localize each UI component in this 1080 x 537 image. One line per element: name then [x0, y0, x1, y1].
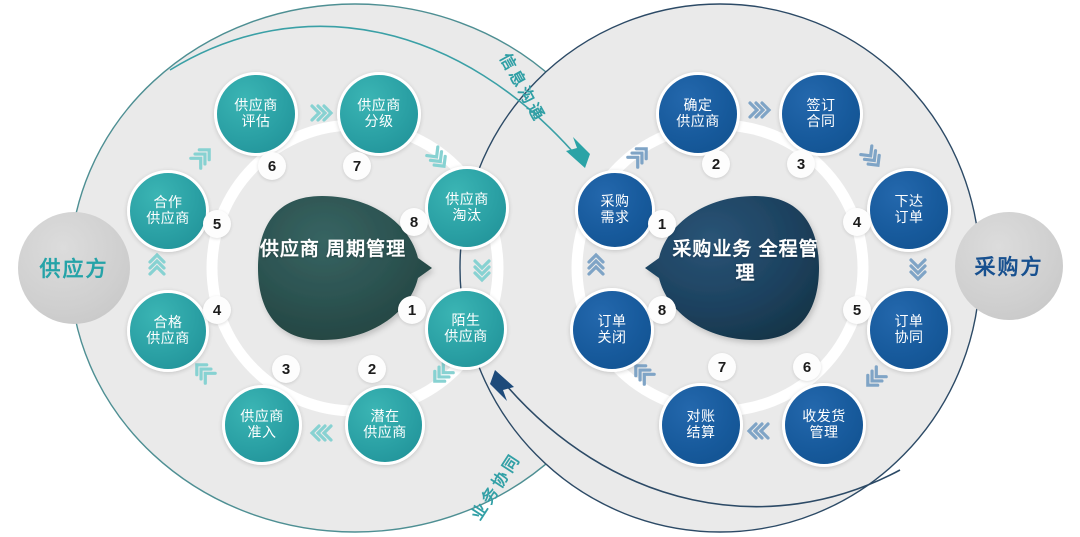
left-node-7-line2: 分级: [364, 113, 394, 129]
right-badge-6-text: 6: [802, 358, 812, 376]
right-node-7-line2: 结算: [686, 424, 716, 440]
left-badge-8: 8: [400, 208, 428, 236]
right-badge-7: 7: [708, 353, 736, 381]
left-node-4-line1: 合格: [153, 314, 183, 331]
left-center-title-line1: 供应商: [259, 239, 320, 260]
left-badge-4: 4: [203, 296, 231, 324]
right-node-2-line1: 确定: [683, 97, 713, 114]
left-node-7-line1: 供应商: [357, 97, 401, 114]
right-node-7-line1: 对账: [686, 408, 716, 425]
left-badge-3-text: 3: [281, 360, 291, 378]
right-badge-4: 4: [843, 208, 871, 236]
left-node-8-line2: 淘汰: [452, 207, 482, 223]
left-badge-2-text: 2: [367, 360, 377, 378]
left-node-7[interactable]: 供应商 分级: [337, 72, 421, 156]
right-node-7[interactable]: 对账 结算: [659, 383, 743, 467]
left-node-8[interactable]: 供应商 淘汰: [425, 166, 509, 250]
right-badge-1: 1: [648, 210, 676, 238]
right-badge-7-text: 7: [717, 358, 727, 376]
right-badge-6: 6: [793, 353, 821, 381]
right-node-3-line2: 合同: [806, 113, 836, 129]
endcap-buyer-side[interactable]: 采购方: [955, 212, 1063, 320]
right-node-5-line2: 协同: [894, 329, 924, 345]
info-flow-curve: [169, 25, 581, 161]
left-node-2[interactable]: 潜在 供应商: [345, 385, 425, 465]
left-badge-1: 1: [398, 296, 426, 324]
right-badge-5: 5: [843, 296, 871, 324]
left-center-title: 供应商 周期管理: [258, 238, 408, 262]
right-badge-2: 2: [702, 150, 730, 178]
left-center-leaf: [258, 196, 432, 340]
right-badge-1-text: 1: [657, 215, 667, 233]
right-center-title: 采购业务 全程管理: [668, 238, 823, 287]
coop-flow-curve: [499, 377, 901, 508]
right-node-1-line2: 需求: [600, 209, 630, 225]
left-center-title-line2: 周期管理: [326, 239, 407, 260]
left-node-6-line1: 供应商: [234, 97, 278, 114]
right-node-4[interactable]: 下达 订单: [867, 168, 951, 252]
right-node-6-line2: 管理: [809, 424, 839, 440]
left-badge-5: 5: [203, 210, 231, 238]
left-node-2-line1: 潜在: [370, 408, 400, 425]
right-center-leaf: [645, 196, 819, 340]
right-center-title-line1: 采购业务: [672, 239, 753, 260]
right-node-8-line2: 关闭: [597, 329, 627, 345]
left-badge-5-text: 5: [212, 215, 222, 233]
right-badge-4-text: 4: [852, 213, 862, 231]
endcap-buyer-label: 采购方: [974, 256, 1044, 279]
left-cycle-chevrons: [148, 104, 491, 442]
right-node-2[interactable]: 确定 供应商: [656, 72, 740, 156]
right-node-1[interactable]: 采购 需求: [575, 170, 655, 250]
right-badge-8-text: 8: [657, 301, 667, 319]
left-node-3-line1: 供应商: [240, 408, 284, 425]
left-node-3[interactable]: 供应商 准入: [222, 385, 302, 465]
coop-flow-arrowhead: [490, 370, 514, 401]
right-badge-2-text: 2: [711, 155, 721, 173]
right-node-2-line2: 供应商: [676, 113, 720, 129]
left-node-4[interactable]: 合格 供应商: [127, 290, 209, 372]
left-node-4-line2: 供应商: [146, 330, 190, 346]
left-node-2-line2: 供应商: [363, 424, 407, 440]
left-badge-2: 2: [358, 355, 386, 383]
right-node-4-line1: 下达: [894, 193, 924, 210]
left-node-5-line2: 供应商: [146, 210, 190, 226]
left-badge-3: 3: [272, 355, 300, 383]
left-badge-6: 6: [258, 152, 286, 180]
right-node-3[interactable]: 签订 合同: [779, 72, 863, 156]
right-node-8[interactable]: 订单 关闭: [570, 288, 654, 372]
left-badge-6-text: 6: [267, 157, 277, 175]
endcap-supplier-label: 供应方: [39, 258, 109, 281]
left-node-1-line2: 供应商: [444, 328, 488, 344]
left-node-6[interactable]: 供应商 评估: [214, 72, 298, 156]
left-node-1[interactable]: 陌生 供应商: [425, 288, 507, 370]
left-badge-8-text: 8: [409, 213, 419, 231]
left-badge-7-text: 7: [352, 157, 362, 175]
left-badge-4-text: 4: [212, 301, 222, 319]
right-badge-3-text: 3: [796, 155, 806, 173]
right-node-3-line1: 签订: [806, 97, 836, 114]
info-flow-arrowhead: [566, 137, 590, 168]
left-badge-1-text: 1: [407, 301, 417, 319]
left-badge-7: 7: [343, 152, 371, 180]
left-node-6-line2: 评估: [241, 113, 271, 129]
left-node-8-line1: 供应商: [445, 191, 489, 208]
right-center-title-line2: 全程管理: [735, 239, 819, 285]
right-node-6-line1: 收发货: [802, 408, 846, 425]
right-badge-3: 3: [787, 150, 815, 178]
right-node-6[interactable]: 收发货 管理: [782, 383, 866, 467]
left-node-1-line1: 陌生: [451, 312, 481, 329]
endcap-supplier-side[interactable]: 供应方: [18, 212, 130, 324]
right-node-1-line1: 采购: [600, 193, 630, 210]
right-node-5[interactable]: 订单 协同: [867, 288, 951, 372]
left-node-3-line2: 准入: [247, 424, 277, 440]
right-node-5-line1: 订单: [894, 313, 924, 330]
left-node-5-line1: 合作: [153, 194, 183, 211]
right-badge-5-text: 5: [852, 301, 862, 319]
left-node-5[interactable]: 合作 供应商: [127, 170, 209, 252]
right-node-8-line1: 订单: [597, 313, 627, 330]
right-cycle-chevrons: [587, 101, 927, 440]
right-badge-8: 8: [648, 296, 676, 324]
right-node-4-line2: 订单: [894, 209, 924, 225]
